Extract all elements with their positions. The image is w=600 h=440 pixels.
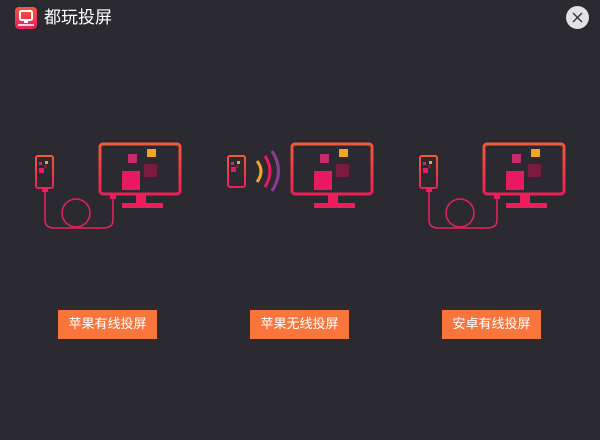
app-title: 都玩投屏: [44, 8, 112, 28]
wired-phone-to-monitor-icon: [33, 140, 183, 234]
wired-phone-to-monitor-icon: [417, 140, 567, 234]
app-logo-icon: [15, 7, 37, 29]
android-wired-cast-button[interactable]: 安卓有线投屏: [442, 310, 541, 339]
close-icon: [572, 12, 583, 23]
title-bar: 都玩投屏: [0, 0, 600, 36]
apple-wired-cast-button[interactable]: 苹果有线投屏: [58, 310, 157, 339]
wireless-phone-to-monitor-icon: [225, 140, 375, 234]
apple-wireless-cast-button[interactable]: 苹果无线投屏: [250, 310, 349, 339]
close-button[interactable]: [566, 6, 589, 29]
